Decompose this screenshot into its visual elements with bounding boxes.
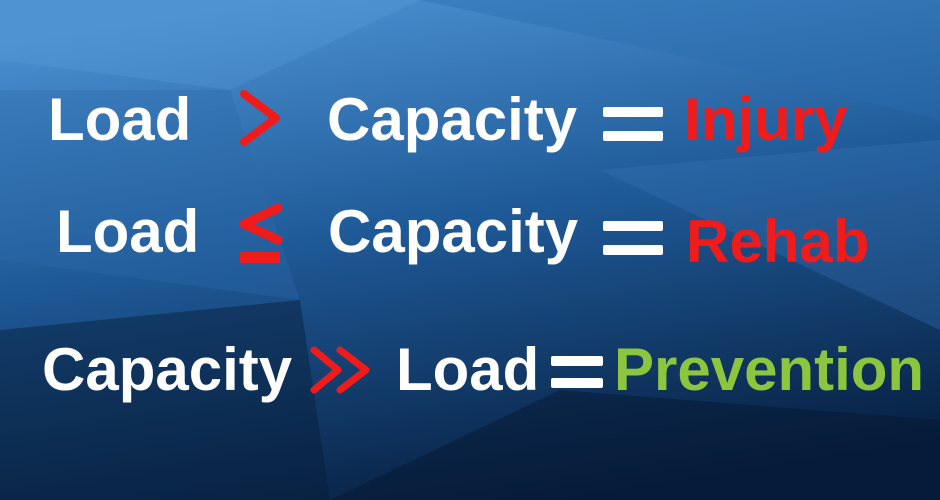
row1-left-term: Load bbox=[48, 86, 192, 153]
row3-right-term: Load bbox=[396, 336, 540, 403]
less-than-or-equal-icon bbox=[239, 203, 283, 263]
equals-icon bbox=[551, 356, 603, 388]
greater-than-icon bbox=[240, 90, 280, 146]
row2-left-term: Load bbox=[56, 198, 200, 265]
equals-icon bbox=[603, 221, 663, 255]
row3-result: Prevention bbox=[614, 336, 925, 403]
row2-right-term: Capacity bbox=[328, 198, 579, 265]
equals-icon bbox=[603, 107, 663, 141]
row3-left-term: Capacity bbox=[42, 336, 293, 403]
row2-result: Rehab bbox=[686, 208, 870, 275]
row1-right-term: Capacity bbox=[327, 86, 578, 153]
much-greater-than-icon bbox=[310, 346, 370, 394]
row1-result: Injury bbox=[684, 86, 848, 153]
